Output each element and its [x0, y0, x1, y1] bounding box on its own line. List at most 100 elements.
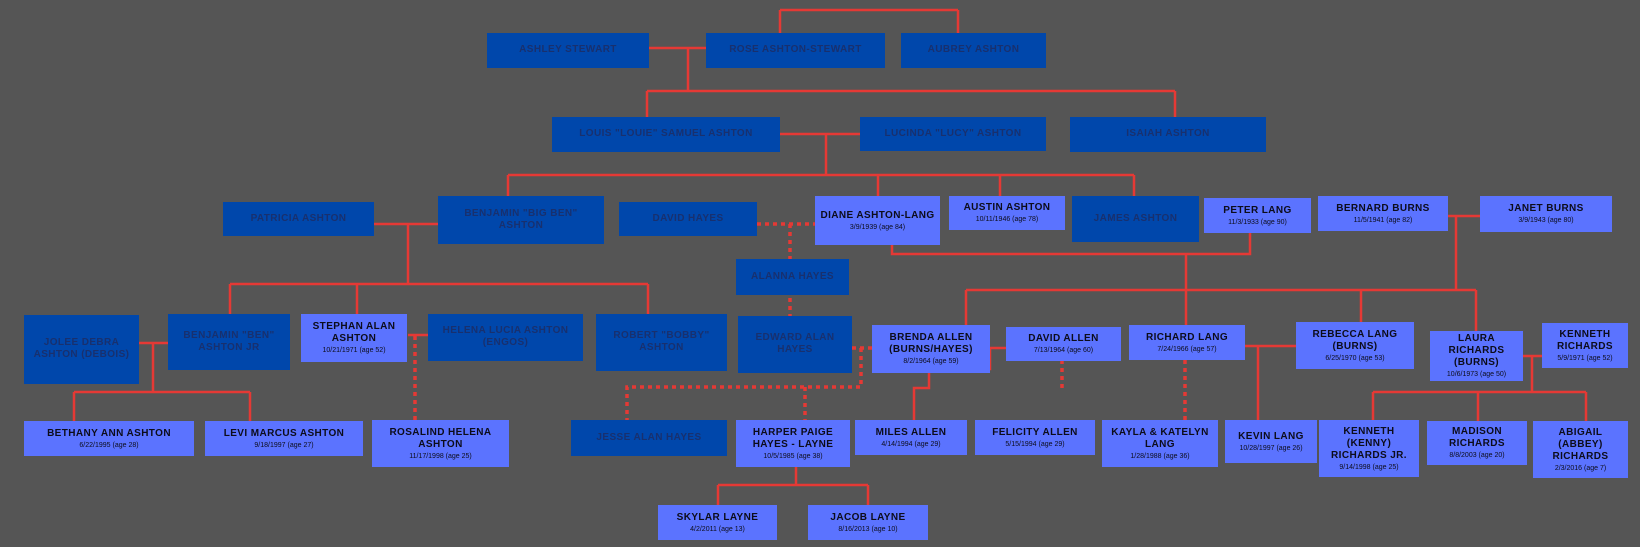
person-name: BENJAMIN "BIG BEN" ASHTON	[464, 207, 578, 231]
person-name: BETHANY ANN ASHTON	[47, 427, 171, 439]
person-name: PETER LANG	[1223, 204, 1292, 216]
person-dates: 8/2/1964 (age 59)	[903, 358, 959, 365]
person-edward-hayes: EDWARD ALAN HAYES	[738, 316, 852, 373]
person-name: ROSALIND HELENA ASHTON	[389, 426, 492, 450]
person-bethany-ashton: BETHANY ANN ASHTON 6/22/1995 (age 28)	[24, 421, 194, 456]
person-name: JANET BURNS	[1508, 203, 1584, 214]
person-aubrey-ashton: AUBREY ASHTON	[901, 33, 1046, 68]
person-brenda-allen: BRENDA ALLEN (BURNS/HAYES) 8/2/1964 (age …	[872, 325, 990, 373]
person-name: ROBERT "BOBBY" ASHTON	[613, 330, 710, 353]
person-dates: 8/16/2013 (age 10)	[838, 525, 898, 533]
person-ashley-stewart: ASHLEY STEWART	[487, 33, 649, 68]
person-name: JOLEE DEBRA ASHTON (DEBOIS)	[33, 337, 130, 360]
person-dates: 9/14/1998 (age 25)	[1339, 463, 1399, 471]
person-kenneth-jr: KENNETH (KENNY) RICHARDS JR. 9/14/1998 (a…	[1319, 420, 1419, 477]
person-name: FELICITY ALLEN	[992, 426, 1078, 438]
person-dates: 5/15/1994 (age 29)	[1005, 440, 1065, 448]
person-dates: 6/22/1995 (age 28)	[79, 441, 139, 449]
person-lucinda-ashton: LUCINDA "LUCY" ASHTON	[860, 117, 1046, 151]
person-dates: 7/13/1964 (age 60)	[1033, 347, 1094, 354]
connector-line	[228, 284, 650, 314]
person-laura-richards: LAURA RICHARDS (BURNS)10/6/1973 (age 50)	[1430, 331, 1523, 381]
connector-line	[964, 290, 1363, 325]
connector-line	[716, 467, 870, 505]
person-name: BRENDA ALLEN (BURNS/HAYES)	[889, 332, 973, 355]
person-kayla-katelyn-lang: KAYLA & KATELYN LANG 1/28/1988 (age 36)	[1102, 420, 1218, 467]
connector-line	[1371, 392, 1588, 421]
person-name: ALANNA HAYES	[751, 270, 834, 282]
person-benjamin-big-ben: BENJAMIN "BIG BEN" ASHTON	[438, 196, 604, 244]
person-name: STEPHAN ALAN ASHTON	[312, 321, 396, 344]
person-name: KENNETH RICHARDS	[1557, 328, 1613, 352]
person-name: HARPER PAIGE HAYES - LAYNE	[752, 426, 834, 450]
person-name: JAMES ASHTON	[1093, 212, 1178, 224]
person-skylar-layne: SKYLAR LAYNE 4/2/2011 (age 13)	[658, 505, 777, 540]
person-name: BENJAMIN "BEN" ASHTON JR	[183, 329, 275, 353]
person-name: KENNETH (KENNY) RICHARDS JR.	[1331, 425, 1407, 461]
person-name: REBECCA LANG (BURNS)	[1312, 328, 1398, 352]
person-dates: 1/28/1988 (age 36)	[1130, 452, 1190, 460]
person-name: MADISON RICHARDS	[1449, 426, 1505, 449]
person-dates: 10/5/1985 (age 38)	[763, 452, 823, 460]
person-jolee-ashton: JOLEE DEBRA ASHTON (DEBOIS)	[24, 315, 139, 384]
person-felicity-allen: FELICITY ALLEN 5/15/1994 (age 29)	[975, 420, 1095, 455]
person-name: DAVID HAYES	[652, 212, 724, 224]
person-rose-ashton-stewart: ROSE ASHTON-STEWART	[706, 33, 885, 68]
person-name: KAYLA & KATELYN LANG	[1111, 426, 1209, 450]
person-jacob-layne: JACOB LAYNE 8/16/2013 (age 10)	[808, 505, 928, 540]
person-name: KEVIN LANG	[1238, 430, 1304, 442]
person-name: RICHARD LANG	[1145, 331, 1229, 343]
connector-line	[506, 175, 1136, 196]
person-harper-layne: HARPER PAIGE HAYES - LAYNE 10/5/1985 (age…	[736, 420, 850, 467]
person-name: AUBREY ASHTON	[927, 44, 1020, 55]
person-dates: 11/3/1933 (age 90)	[1228, 218, 1287, 226]
person-david-hayes: DAVID HAYES	[619, 202, 757, 236]
person-alanna-hayes: ALANNA HAYES	[736, 259, 849, 295]
person-dates: 5/9/1971 (age 52)	[1557, 354, 1613, 362]
person-name: EDWARD ALAN HAYES	[755, 332, 835, 355]
connector-line	[645, 48, 1177, 117]
connector-line	[1245, 344, 1296, 423]
person-james-ashton: JAMES ASHTON	[1072, 196, 1199, 242]
person-dates: 11/5/1941 (age 82)	[1353, 216, 1413, 224]
connector-line	[1373, 354, 1586, 394]
person-helena-ashton: HELENA LUCIA ASHTON (ENGOS)	[428, 314, 583, 361]
person-peter-lang: PETER LANG 11/3/1933 (age 90)	[1204, 198, 1311, 233]
person-name: DIANE ASHTON-LANG	[820, 209, 935, 221]
connector-line	[230, 222, 648, 286]
connector-line	[912, 346, 1006, 423]
person-name: JACOB LAYNE	[830, 511, 906, 523]
person-name: LEVI MARCUS ASHTON	[223, 427, 345, 439]
person-name: ASHLEY STEWART	[519, 44, 617, 55]
person-name: ISAIAH ASHTON	[1126, 128, 1210, 139]
connector-line	[1448, 214, 1480, 331]
person-name: LOUIS "LOUIE" SAMUEL ASHTON	[579, 128, 753, 139]
person-richard-lang: RICHARD LANG 7/24/1966 (age 57)	[1129, 325, 1245, 360]
person-dates: 4/2/2011 (age 13)	[690, 525, 745, 533]
person-dates: 10/6/1973 (age 50)	[1446, 371, 1507, 378]
person-dates: 6/25/1970 (age 53)	[1325, 354, 1385, 362]
person-kenneth-richards: KENNETH RICHARDS 5/9/1971 (age 52)	[1542, 323, 1628, 368]
person-jesse-hayes: JESSE ALAN HAYES	[571, 420, 727, 456]
person-dates: 10/28/1997 (age 26)	[1239, 444, 1303, 452]
person-name: SKYLAR LAYNE	[676, 511, 759, 523]
person-name: ROSE ASHTON-STEWART	[729, 44, 862, 55]
person-name: PATRICIA ASHTON	[250, 212, 347, 224]
person-dates: 7/24/1966 (age 57)	[1157, 345, 1217, 353]
person-name: DAVID ALLEN	[1028, 333, 1099, 344]
person-name: HELENA LUCIA ASHTON (ENGOS)	[442, 325, 569, 348]
dashed-connector	[625, 348, 863, 420]
person-dates: 2/3/2016 (age 7)	[1554, 464, 1607, 472]
person-dates: 4/14/1994 (age 29)	[881, 440, 941, 448]
connector-line	[508, 132, 1134, 177]
person-isaiah-ashton: ISAIAH ASHTON	[1070, 117, 1266, 152]
